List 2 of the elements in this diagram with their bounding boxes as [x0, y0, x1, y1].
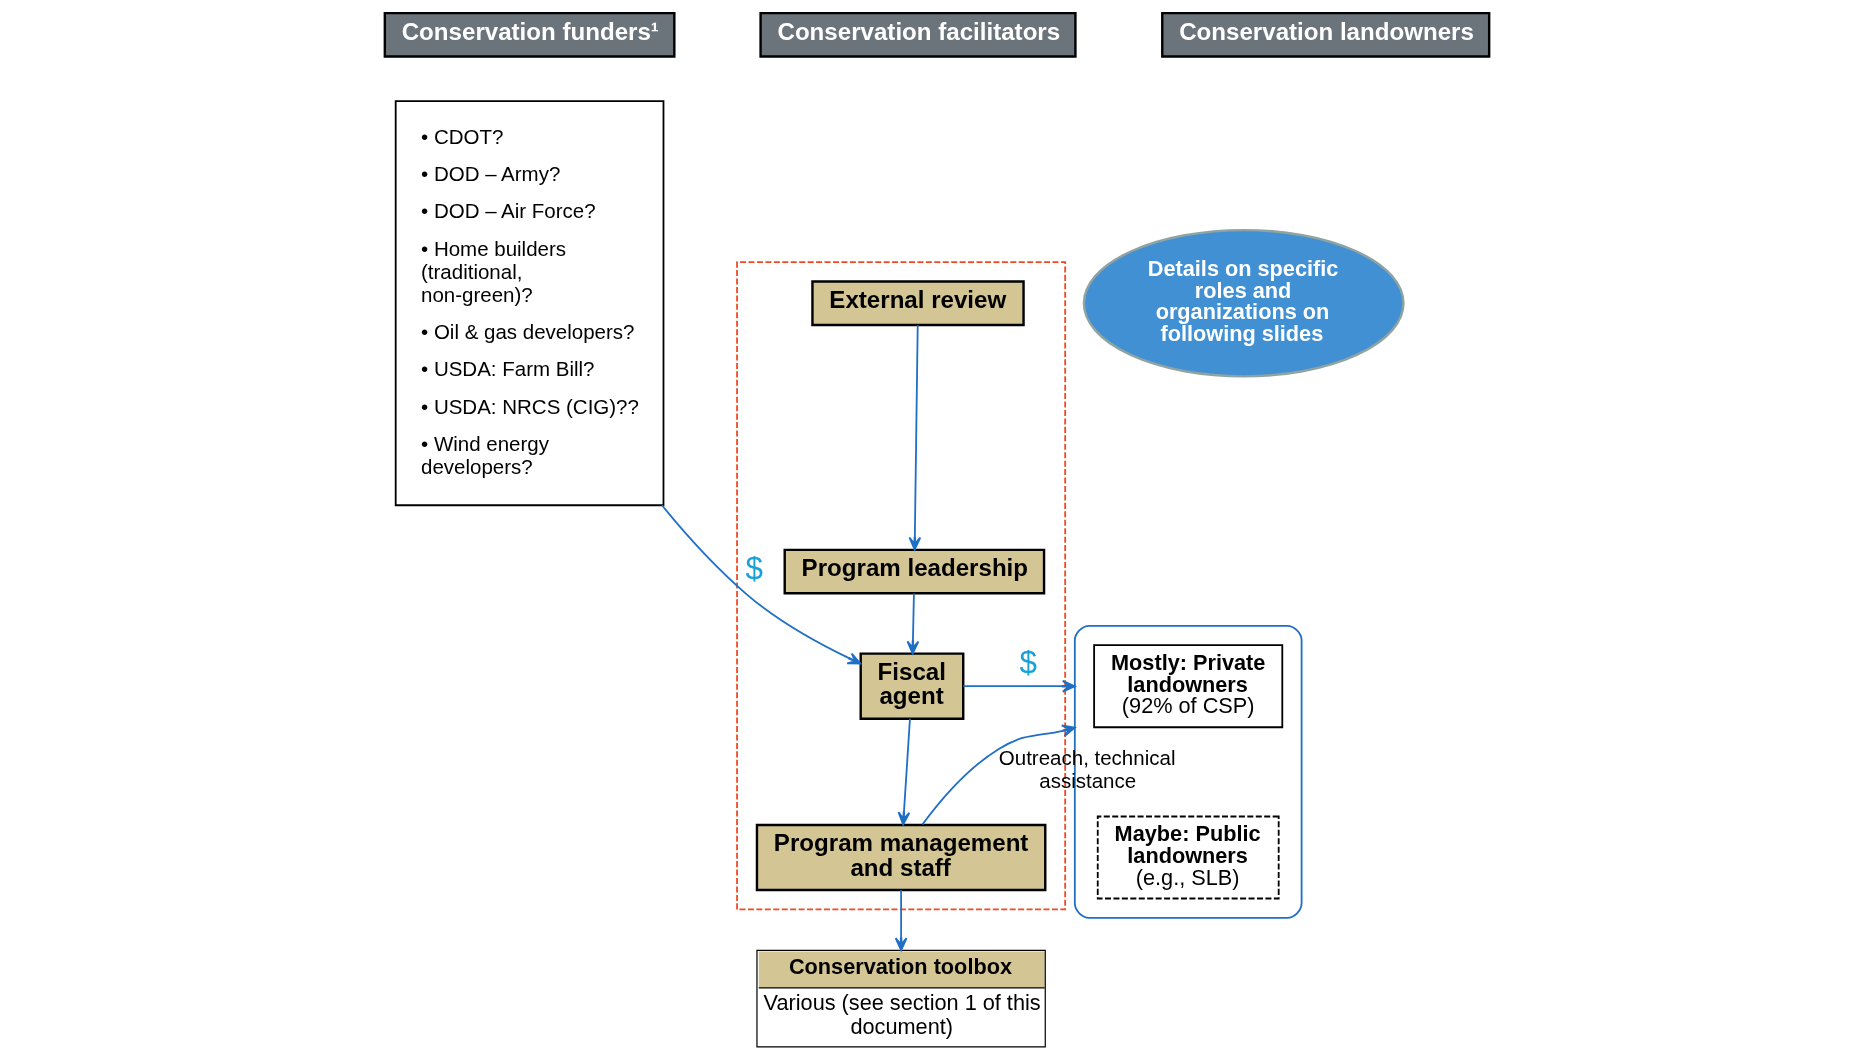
edge-label: $ [1019, 644, 1038, 680]
edge-label: $ [745, 551, 763, 587]
